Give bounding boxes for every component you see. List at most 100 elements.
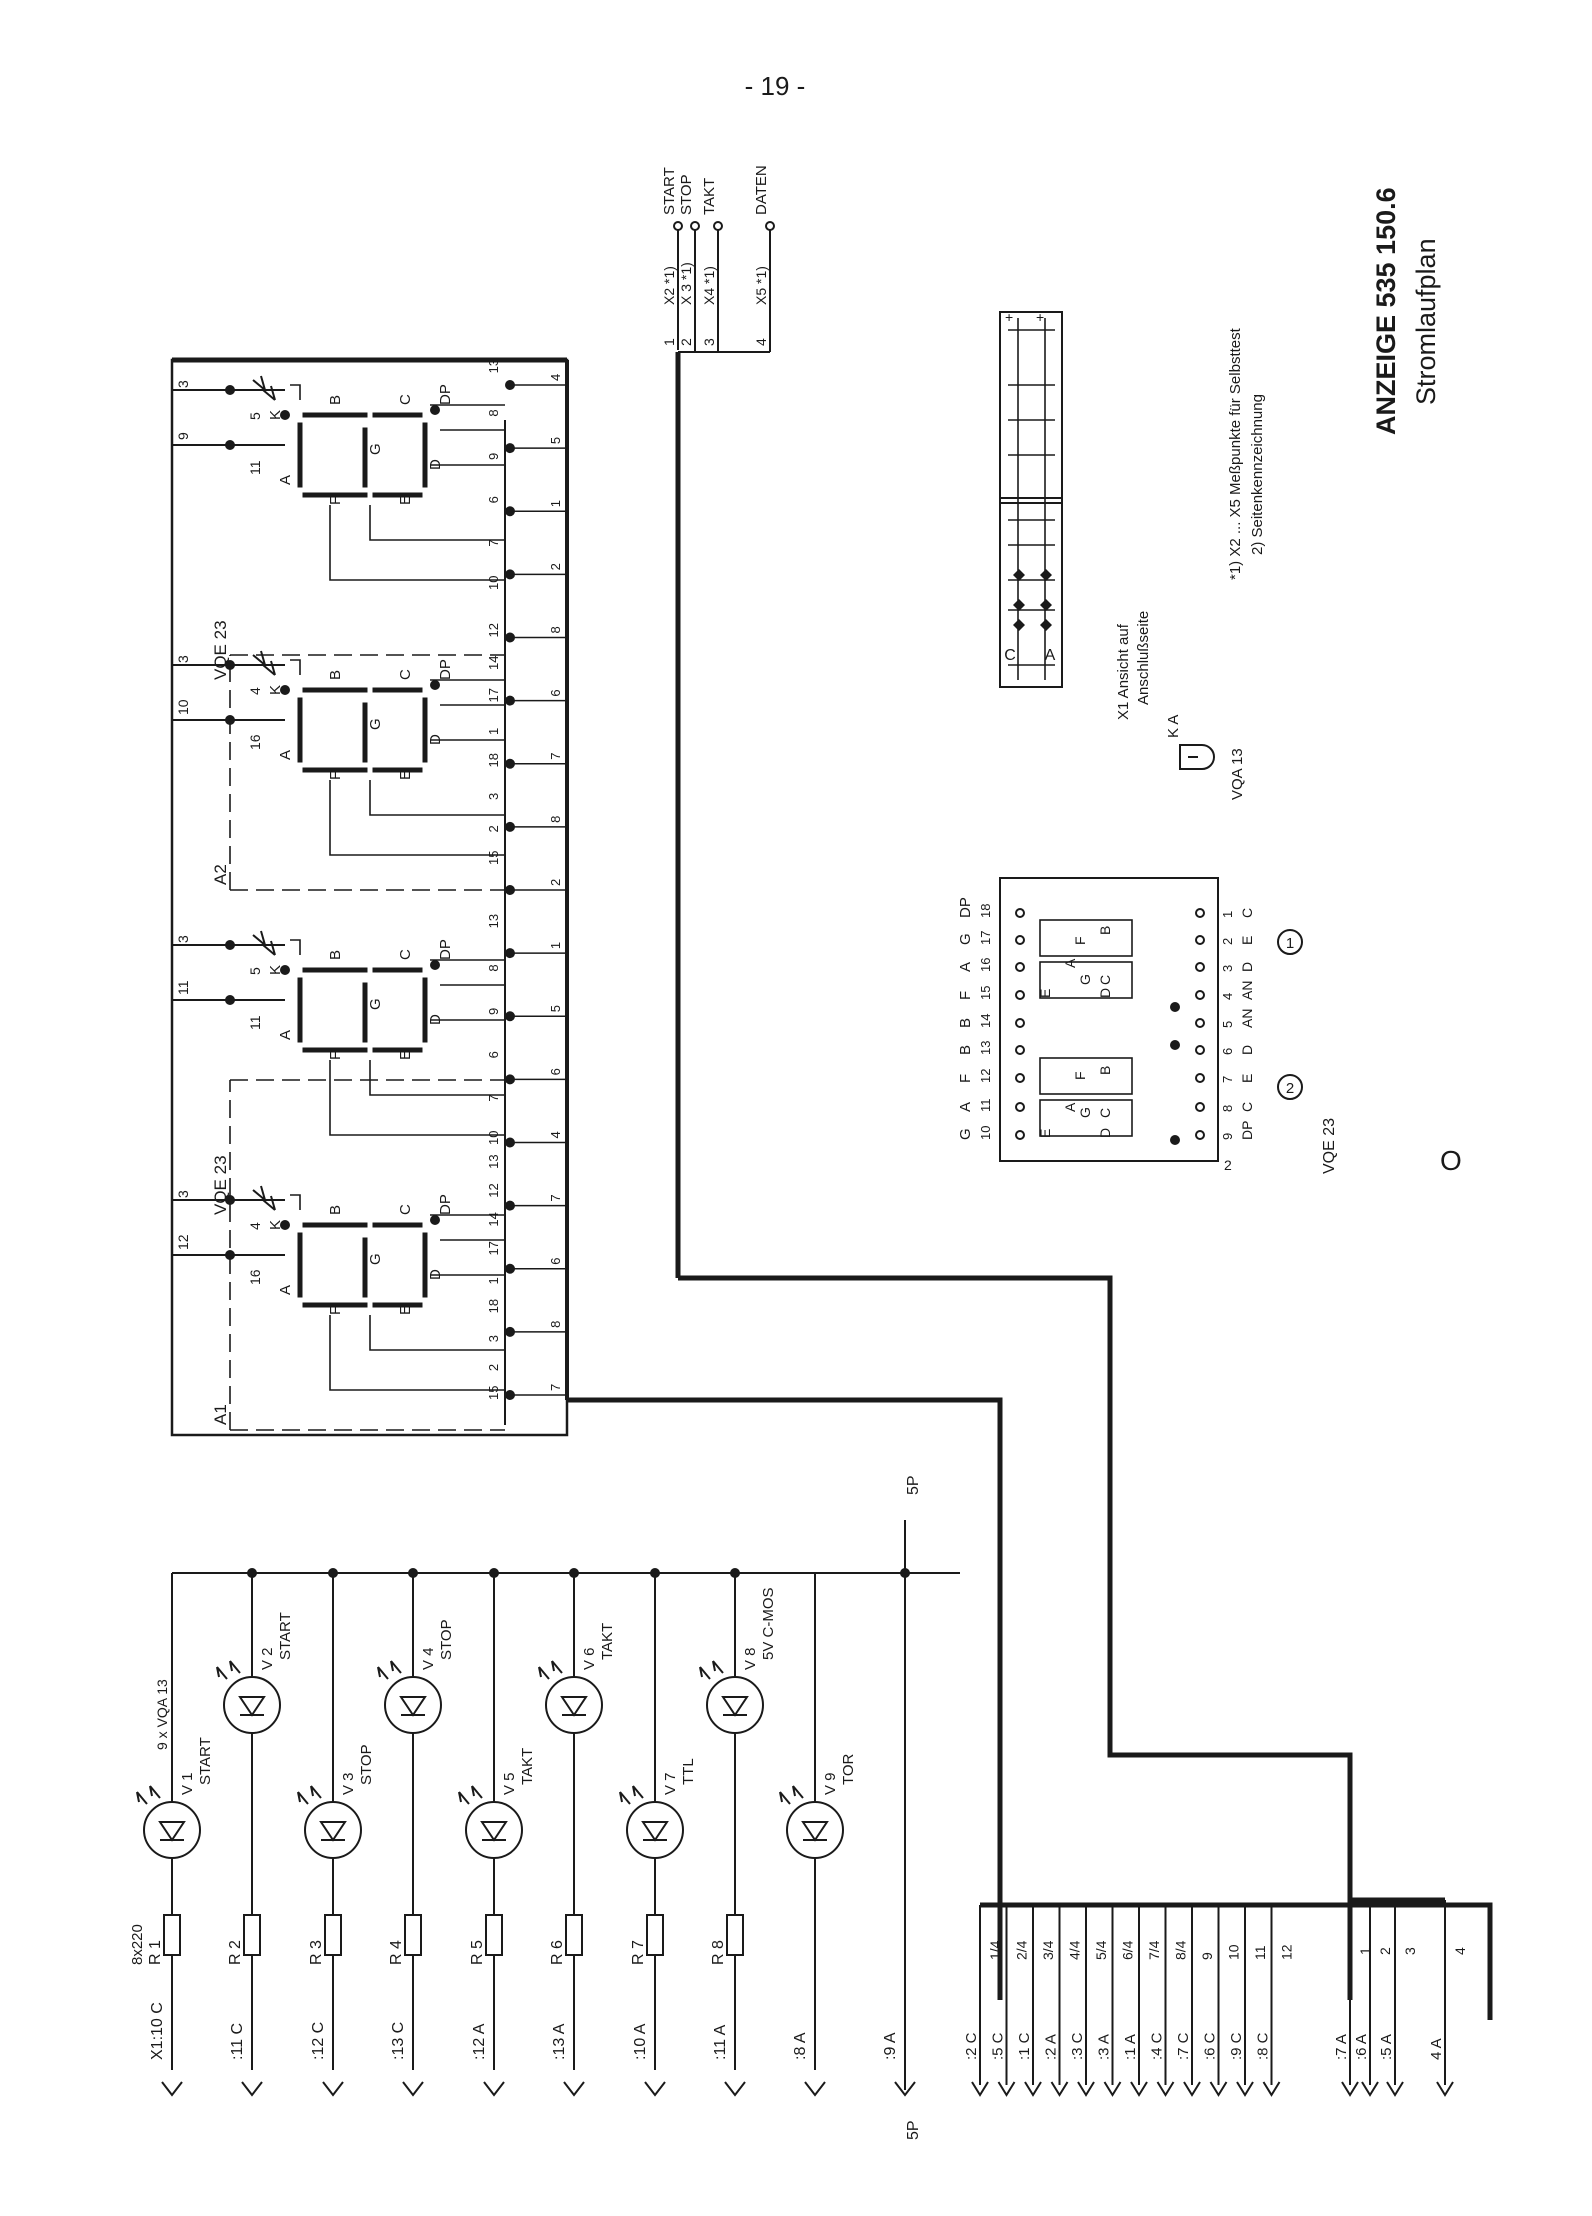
digit-right-pin: 10 xyxy=(486,576,501,590)
footnotes: *1) X2 ... X5 Meßpunkte für Selbsttest 2… xyxy=(1227,327,1266,580)
pinout-pad xyxy=(1015,935,1025,945)
node-dot xyxy=(225,1250,235,1260)
bus-pin-dot xyxy=(505,569,515,580)
digit-top-pin: 3 xyxy=(175,935,191,943)
segment-letter: G xyxy=(367,718,384,730)
testpoint-pin: 1 xyxy=(661,338,677,346)
segment-letter: K xyxy=(267,410,284,420)
pinout-pad xyxy=(1195,1073,1205,1083)
digit-right-pin: 7 xyxy=(486,539,501,546)
pinout-bottom-number: 4 xyxy=(1220,993,1235,1000)
digit-k-pin: 4 xyxy=(247,1222,263,1230)
bus-pin-dot xyxy=(505,758,515,769)
page-number: - 19 - xyxy=(745,71,806,101)
connector-row-a: A xyxy=(1045,647,1056,664)
digit-right-pin: 15 xyxy=(486,1386,501,1400)
pinout-bottom-number: 5 xyxy=(1220,1021,1235,1028)
bus-pin-number: 2 xyxy=(548,563,563,570)
led-body xyxy=(143,1801,201,1859)
x1-bus-pin: :8 C xyxy=(1255,2032,1272,2060)
connector-arrow xyxy=(161,2081,183,2097)
x1-bus-pin: :5 C xyxy=(990,2032,1007,2060)
title-line-1: ANZEIGE 535 150.6 xyxy=(1371,187,1401,435)
x1-led-pin: :9 A xyxy=(882,2032,899,2060)
x1-bus-line: 2/4:5 C xyxy=(990,1905,1030,2097)
segment-letter: DP xyxy=(437,1194,454,1215)
led-label: START xyxy=(197,1737,214,1785)
x1-tp-pin: :5 A xyxy=(1378,2034,1395,2060)
bus-pin-number: 7 xyxy=(548,1194,563,1201)
digit-k-pin: 5 xyxy=(247,412,263,420)
x1-bus-pin: :2 C xyxy=(963,2032,980,2060)
digit-k-pin: 5 xyxy=(247,967,263,975)
connector-arrow xyxy=(724,2081,746,2097)
digit-right-pin: 17 xyxy=(486,1241,501,1255)
digit-right-pin: 1 xyxy=(486,728,501,735)
connector-arrow xyxy=(241,2081,263,2097)
led-label: START xyxy=(277,1612,294,1660)
connector-view-line-2: Anschlußseite xyxy=(1135,611,1152,705)
module-a2-type: VQE 23 xyxy=(211,620,230,680)
pinout-bottom-label: D xyxy=(1239,1045,1255,1055)
x1-tp-line: 1:7 A xyxy=(1333,1900,1373,2097)
digit-right-pin: 13 xyxy=(486,914,501,928)
connector-arrow xyxy=(1436,2081,1454,2097)
x1-bus-line-number: 3/4 xyxy=(1040,1940,1056,1960)
module-a1-ref: A1 xyxy=(211,1404,230,1425)
led-body xyxy=(223,1676,281,1734)
connector-arrow xyxy=(894,2081,916,2097)
pinout-top-number: 16 xyxy=(978,958,993,972)
bus-pin-number: 8 xyxy=(548,816,563,823)
resistor-ref: R 6 xyxy=(549,1940,566,1965)
bus-pin-number: 1 xyxy=(548,500,563,507)
resistor-body xyxy=(646,1914,664,1956)
title-block: ANZEIGE 535 150.6 Stromlaufplan xyxy=(1371,187,1441,435)
led-ref: V 6 xyxy=(581,1647,598,1670)
led-ref: V 1 xyxy=(179,1772,196,1795)
connector-arrow xyxy=(1183,2081,1201,2097)
pinout-top-number: 12 xyxy=(978,1069,993,1083)
vqa13-pins: K A xyxy=(1165,715,1182,738)
testpoint-bus xyxy=(678,1275,1353,1900)
x1-bus-line: 9:7 C xyxy=(1175,1905,1215,2097)
segment-letter: A xyxy=(277,750,294,760)
bus-pin-number: 6 xyxy=(548,1068,563,1075)
digit-right-pin: 1 xyxy=(486,1277,501,1284)
segment-letter: D xyxy=(427,1269,444,1280)
pinout-pad xyxy=(1195,908,1205,918)
led-label: TAKT xyxy=(519,1748,536,1785)
x1-bus-line-number: 6/4 xyxy=(1120,1940,1136,1960)
digit-mark-1: 1 xyxy=(1286,935,1294,952)
bus-pin-dot xyxy=(505,948,515,959)
connector-arrow xyxy=(563,2081,585,2097)
pinout-top-number: 10 xyxy=(978,1126,993,1140)
node-dot xyxy=(225,660,235,670)
x1-tp-line: 3:5 A xyxy=(1378,1900,1418,2097)
digit-right-pin: 17 xyxy=(486,688,501,702)
segment-letter: G xyxy=(367,1253,384,1265)
bus-pin-dot xyxy=(505,1263,515,1274)
led-ref: V 3 xyxy=(340,1772,357,1795)
led-ref: V 2 xyxy=(259,1647,276,1670)
x1-bus-line-number: 12 xyxy=(1279,1944,1295,1960)
segment-letter: K xyxy=(267,965,284,975)
digit-right-pin: 13 xyxy=(486,1154,501,1168)
resistor-ref: R 1 xyxy=(147,1940,164,1965)
node-dot xyxy=(225,715,235,725)
segment-letter: G xyxy=(367,443,384,455)
bus-pin-dot xyxy=(505,1200,515,1211)
connector-arrow xyxy=(1209,2081,1228,2097)
led-ref: V 9 xyxy=(822,1772,839,1795)
led-label: TOR xyxy=(840,1753,857,1785)
pinout-segment-letter: D xyxy=(1097,988,1113,998)
led-body xyxy=(545,1676,603,1734)
digit-right-pin: 13 xyxy=(486,359,501,373)
